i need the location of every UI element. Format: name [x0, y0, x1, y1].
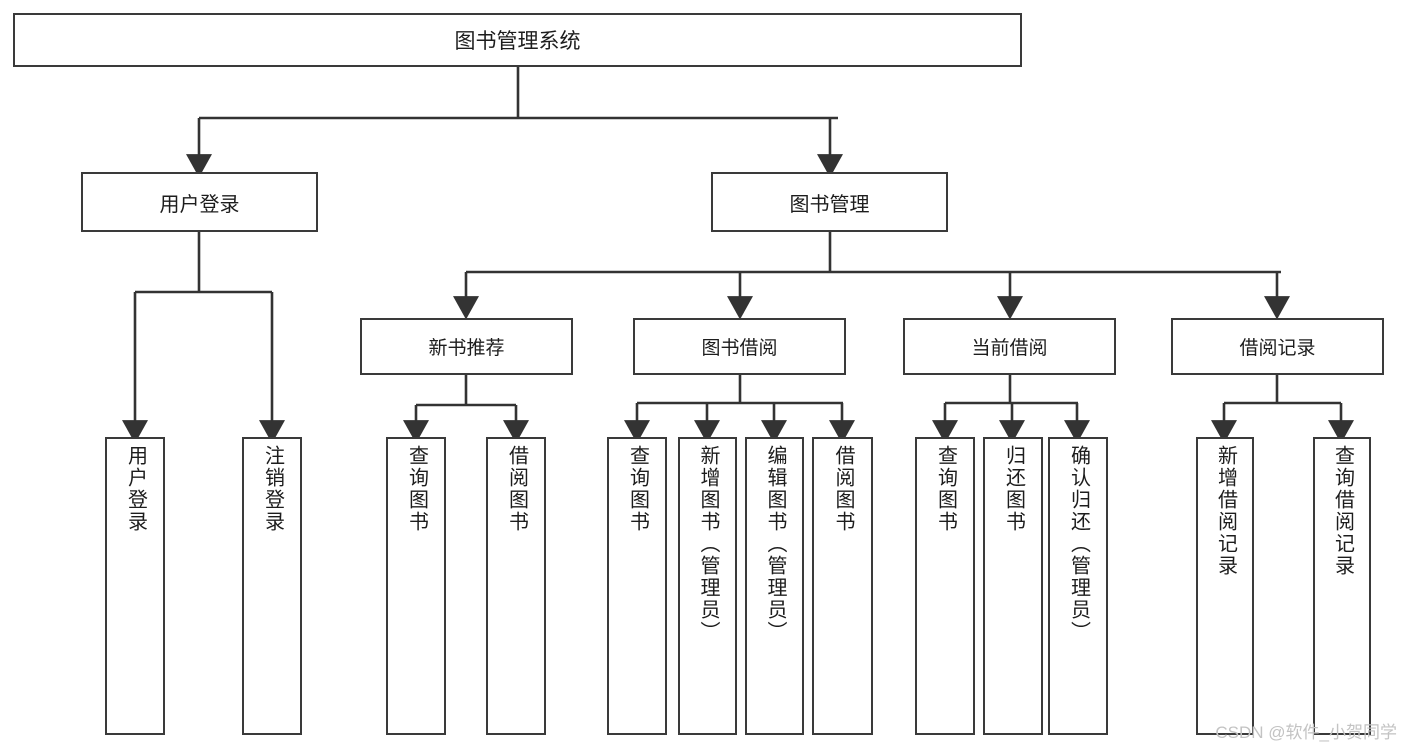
node-label: 新增借阅记录 — [1214, 445, 1237, 577]
node-current-borrow[interactable]: 当前借阅 — [903, 318, 1116, 375]
leaf-query-book-recommend[interactable]: 查询图书 — [386, 437, 446, 735]
node-label: 借阅记录 — [1239, 338, 1316, 359]
node-label: 当前借阅 — [971, 338, 1048, 359]
leaf-query-book-borrow[interactable]: 查询图书 — [607, 437, 667, 735]
node-root-system[interactable]: 图书管理系统 — [13, 13, 1022, 67]
node-label: 注销登录 — [261, 445, 284, 533]
leaf-user-login[interactable]: 用户登录 — [105, 437, 165, 735]
node-label: 新增图书（管理员） — [697, 445, 719, 643]
node-label: 查询借阅记录 — [1331, 445, 1354, 577]
leaf-query-book-current[interactable]: 查询图书 — [915, 437, 975, 735]
node-label: 用户登录 — [124, 445, 147, 533]
node-label: 编辑图书（管理员） — [764, 445, 786, 643]
node-book-management[interactable]: 图书管理 — [711, 172, 948, 232]
leaf-borrow-book-recommend[interactable]: 借阅图书 — [486, 437, 546, 735]
leaf-borrow-book[interactable]: 借阅图书 — [812, 437, 873, 735]
node-book-borrow[interactable]: 图书借阅 — [633, 318, 846, 375]
leaf-return-book[interactable]: 归还图书 — [983, 437, 1043, 735]
node-borrow-record[interactable]: 借阅记录 — [1171, 318, 1384, 375]
node-label: 查询图书 — [934, 445, 957, 533]
node-label: 用户登录 — [159, 193, 240, 216]
leaf-edit-book-admin[interactable]: 编辑图书（管理员） — [745, 437, 804, 735]
node-new-book-recommend[interactable]: 新书推荐 — [360, 318, 573, 375]
node-label: 图书管理系统 — [454, 30, 581, 53]
node-label: 查询图书 — [405, 445, 428, 533]
node-user-login[interactable]: 用户登录 — [81, 172, 318, 232]
leaf-add-book-admin[interactable]: 新增图书（管理员） — [678, 437, 737, 735]
csdn-watermark: CSDN @软件_小贺同学 — [1215, 723, 1397, 742]
leaf-logout[interactable]: 注销登录 — [242, 437, 302, 735]
leaf-add-borrow-record[interactable]: 新增借阅记录 — [1196, 437, 1254, 735]
node-label: 借阅图书 — [505, 445, 528, 533]
node-label: 图书借阅 — [701, 338, 778, 359]
leaf-query-borrow-record[interactable]: 查询借阅记录 — [1313, 437, 1371, 735]
leaf-confirm-return-admin[interactable]: 确认归还（管理员） — [1048, 437, 1108, 735]
node-label: 图书管理 — [789, 193, 870, 216]
node-label: 借阅图书 — [832, 445, 854, 533]
node-label: 查询图书 — [626, 445, 649, 533]
node-label: 新书推荐 — [428, 338, 505, 359]
node-label: 确认归还（管理员） — [1067, 445, 1090, 643]
node-label: 归还图书 — [1002, 445, 1025, 533]
